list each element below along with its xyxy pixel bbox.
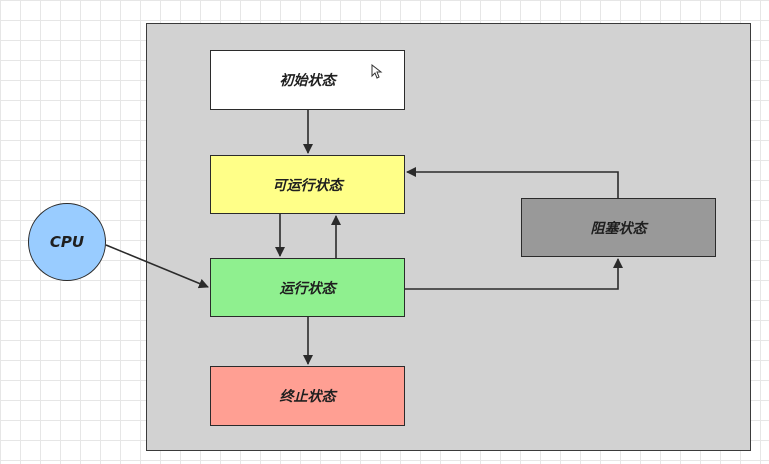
state-runnable: 可运行状态 [210, 155, 405, 214]
state-running: 运行状态 [210, 258, 405, 317]
cpu-node: CPU [28, 203, 106, 281]
state-runnable-label: 可运行状态 [272, 177, 343, 194]
state-running-label: 运行状态 [279, 280, 336, 297]
state-terminated: 终止状态 [210, 366, 405, 426]
mouse-cursor-icon [371, 64, 383, 79]
state-terminated-label: 终止状态 [279, 389, 336, 405]
state-blocked-label: 阻塞状态 [590, 220, 647, 237]
cpu-label: CPU [49, 233, 85, 251]
state-blocked: 阻塞状态 [521, 198, 716, 257]
state-initial-label: 初始状态 [279, 73, 336, 89]
state-initial: 初始状态 [210, 50, 405, 110]
